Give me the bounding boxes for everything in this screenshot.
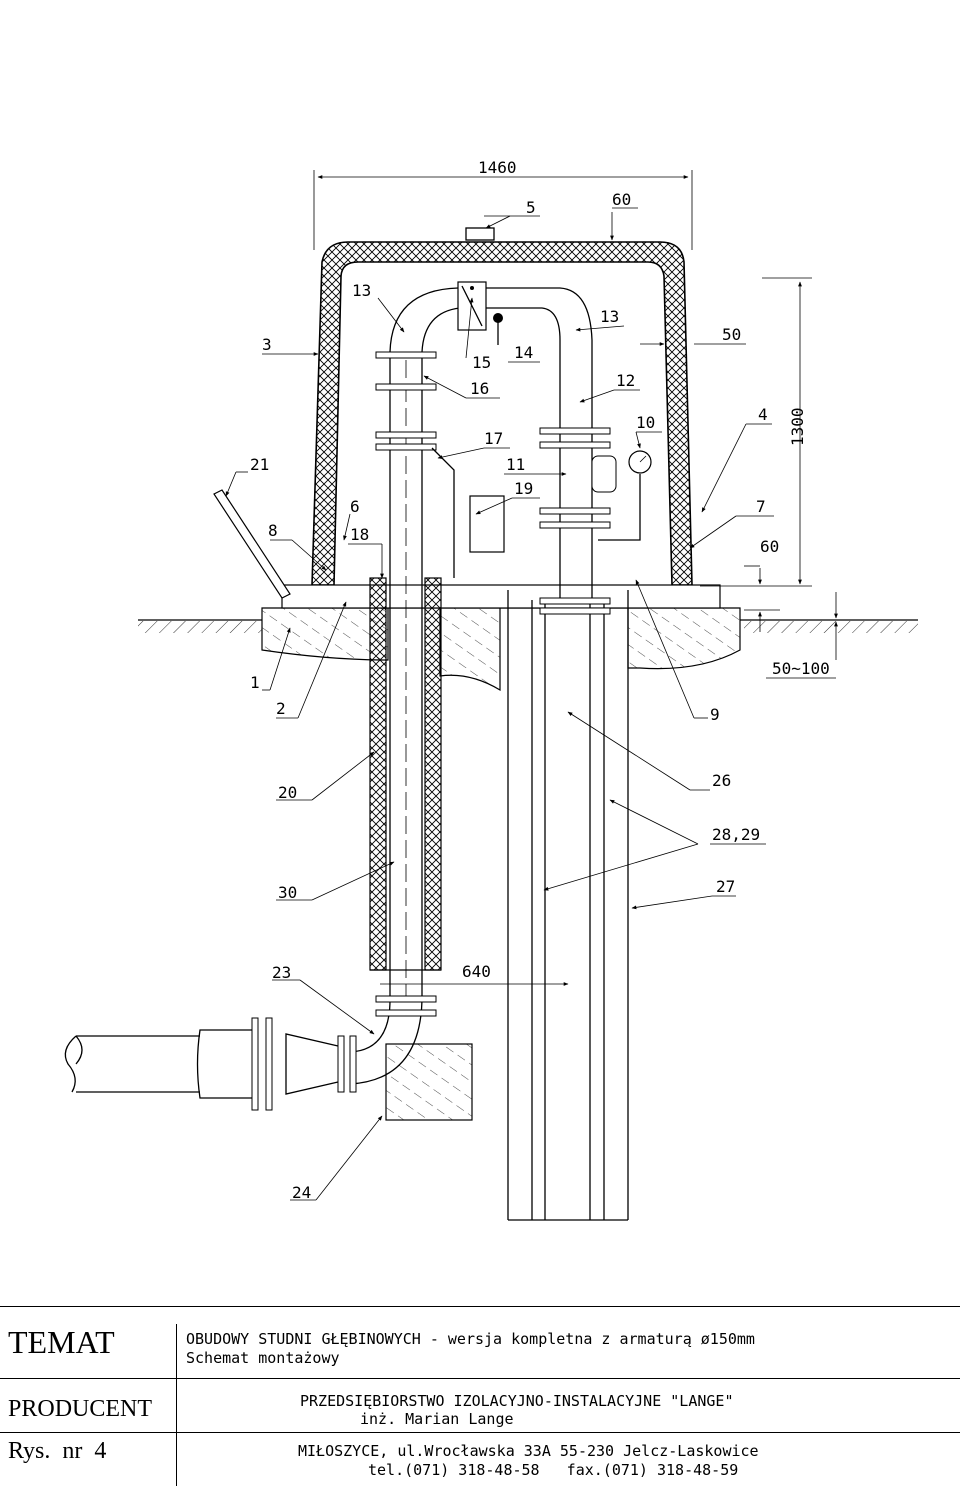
dimension-overall-width: 1460 xyxy=(313,158,693,250)
well-casing xyxy=(431,427,652,1221)
label-5: 5 xyxy=(526,198,536,217)
label-6: 6 xyxy=(350,497,360,516)
label-17: 17 xyxy=(484,429,503,448)
ground xyxy=(138,619,918,633)
dim-50: 50 xyxy=(722,325,741,344)
label-20: 20 xyxy=(278,783,297,802)
dim-640: 640 xyxy=(462,962,491,981)
label-23: 23 xyxy=(272,963,291,982)
label-12: 12 xyxy=(616,371,635,390)
insulation-left xyxy=(369,577,387,971)
support-block xyxy=(385,1043,473,1121)
label-8: 8 xyxy=(268,521,278,540)
label-16: 16 xyxy=(470,379,489,398)
label-30: 30 xyxy=(278,883,297,902)
temat-label: TEMAT xyxy=(8,1324,115,1360)
label-24: 24 xyxy=(292,1183,311,1202)
producent-line-1: PRZEDSIĘBIORSTWO IZOLACYJNO-INSTALACYJNE… xyxy=(300,1392,734,1410)
insulation-right xyxy=(424,577,442,971)
label-13b: 13 xyxy=(600,307,619,326)
label-19: 19 xyxy=(514,479,533,498)
label-1: 1 xyxy=(250,673,260,692)
label-11: 11 xyxy=(506,455,525,474)
label-14: 14 xyxy=(514,343,533,362)
label-4: 4 xyxy=(758,405,768,424)
dim-60-ground: 60 xyxy=(760,537,779,556)
address-line-1: MIŁOSZYCE, ul.Wrocławska 33A 55-230 Jelc… xyxy=(298,1442,759,1460)
dimension-height: 1300 50~100 60 xyxy=(700,277,838,679)
dim-50-100: 50~100 xyxy=(772,659,830,678)
label-15: 15 xyxy=(472,353,491,372)
dim-60-lid: 60 xyxy=(612,190,631,209)
label-3: 3 xyxy=(262,335,272,354)
producent-label: PRODUCENT xyxy=(8,1396,153,1422)
access-hatch xyxy=(213,489,291,599)
label-28-29: 28,29 xyxy=(712,825,760,844)
drawing-number: Rys. nr 4 xyxy=(8,1438,107,1464)
label-21: 21 xyxy=(250,455,269,474)
label-18: 18 xyxy=(350,525,369,544)
lid-handle xyxy=(465,227,495,241)
dim-1300: 1300 xyxy=(788,407,807,446)
callouts: 5 60 3 13 13 50 15 14 16 12 10 xyxy=(225,190,774,1202)
producent-line-2: inż. Marian Lange xyxy=(360,1410,514,1428)
title-block: TEMAT OBUDOWY STUDNI GŁĘBINOWYCH - wersj… xyxy=(0,1306,960,1486)
label-10: 10 xyxy=(636,413,655,432)
label-13a: 13 xyxy=(352,281,371,300)
label-26: 26 xyxy=(712,771,731,790)
installation-drawing: 1460 xyxy=(64,158,918,1221)
label-2: 2 xyxy=(276,699,286,718)
temat-line-1: OBUDOWY STUDNI GŁĘBINOWYCH - wersja komp… xyxy=(186,1330,755,1348)
temat-line-2: Schemat montażowy xyxy=(186,1349,340,1367)
base-plate xyxy=(281,584,721,609)
label-7: 7 xyxy=(756,497,766,516)
concrete-base xyxy=(261,599,741,692)
address-line-2: tel.(071) 318-48-58 fax.(071) 318-48-59 xyxy=(368,1461,739,1479)
dim-1460: 1460 xyxy=(478,158,517,177)
discharge-pipe xyxy=(375,281,593,1000)
outlet-pipe xyxy=(64,995,437,1111)
label-27: 27 xyxy=(716,877,735,896)
label-9: 9 xyxy=(710,705,720,724)
